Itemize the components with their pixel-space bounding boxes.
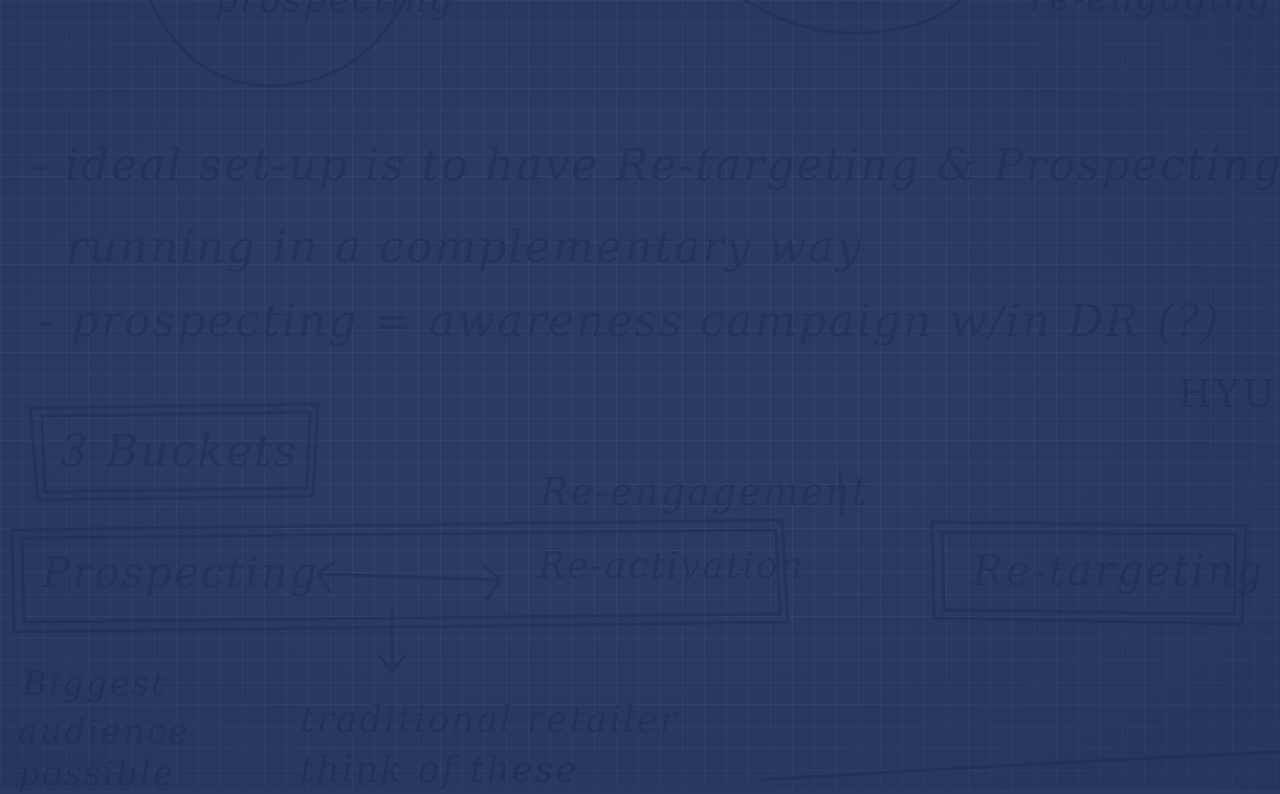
buckets-label: 3 Buckets	[60, 426, 299, 477]
biggest-audience-line-1: Biggest	[22, 664, 167, 704]
note-fragment-top-left: prospecting	[215, 0, 455, 21]
circle-top-left	[148, 0, 407, 88]
circle-top-middle	[743, 0, 962, 35]
re-engagement-label: Re-engagement	[540, 470, 869, 514]
prospecting-label: Prospecting	[42, 548, 319, 597]
retargeting-box	[930, 520, 1248, 626]
biggest-audience-line-3: possible	[18, 754, 175, 794]
buckets-box	[28, 402, 320, 502]
traditional-line-1: traditional retailer	[300, 700, 679, 741]
traditional-line-2: think of these	[300, 750, 579, 791]
prospecting-box	[10, 518, 790, 634]
double-arrow	[316, 572, 500, 582]
bottom-right-line	[758, 750, 1280, 782]
note-line-2: running in a complementary way	[66, 222, 863, 273]
note-fragment-top-right: re-engaging	[1030, 0, 1272, 19]
re-targeting-label: Re-targeting	[972, 546, 1265, 595]
side-label: HYUN	[1178, 372, 1280, 416]
note-line-1: - ideal set-up is to have Re-targeting &…	[32, 140, 1280, 191]
note-line-3: - prospecting = awareness campaign w/in …	[38, 296, 1221, 347]
biggest-audience-line-2: audience	[18, 712, 190, 752]
re-activation-label: Re-activation	[538, 546, 805, 587]
